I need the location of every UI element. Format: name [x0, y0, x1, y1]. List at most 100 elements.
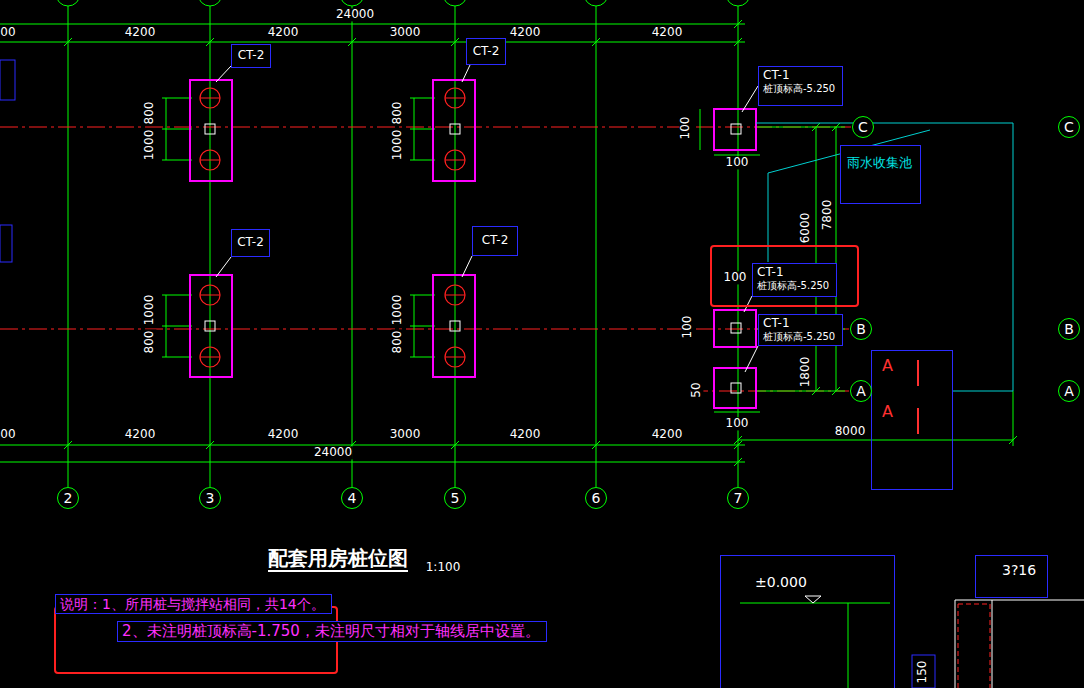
axis-bubble-partial	[198, 0, 222, 6]
leader-line	[216, 66, 231, 82]
level-box-text: ±0.000	[755, 574, 894, 590]
axis-bubble-text: B	[1064, 322, 1074, 336]
partial-box	[0, 225, 12, 262]
dimension-line	[64, 441, 742, 466]
note-box: 2、未注明桩顶标高-1.750，未注明尺寸相对于轴线居中设置。	[117, 621, 547, 642]
dimension-line	[812, 123, 840, 395]
axis-bubble-partial	[726, 0, 750, 6]
axis-bubble-partial	[443, 0, 467, 6]
axis-line	[455, 6, 456, 487]
pool-label-box: 雨水收集池	[840, 145, 921, 204]
axis-bubble-text: A	[856, 384, 866, 398]
axis-line	[352, 6, 353, 487]
pile-cap	[190, 80, 232, 181]
axis-line	[68, 6, 69, 487]
leader-line	[216, 65, 758, 372]
axis-bubble-text: 3	[206, 491, 215, 505]
dimension-label: 100	[679, 116, 692, 141]
dimension-label: 3000	[389, 428, 422, 441]
dimension-line	[162, 98, 192, 160]
leader-line	[745, 346, 758, 372]
dimension-line	[836, 127, 837, 391]
center-line	[0, 329, 849, 330]
dimension-line	[738, 440, 1013, 441]
dimension-label: 1800	[799, 356, 812, 389]
dimension-label: 24000	[313, 446, 353, 459]
cap-callout-box-text: 桩顶标高-5.250	[763, 83, 835, 95]
axis-bubble: 6	[585, 487, 607, 509]
leader-line	[216, 257, 231, 277]
axis-bubble-text: 4	[348, 491, 357, 505]
level-detail	[992, 600, 993, 688]
axis-bubble-text: C	[858, 120, 868, 134]
cap-tag-box: CT-2	[231, 229, 270, 257]
dimension-label: 100	[725, 156, 750, 169]
level-box: ±0.000	[720, 555, 895, 688]
cap-tag-box-text: CT-2	[473, 45, 500, 59]
axis-bubble: C	[1058, 116, 1080, 138]
section-marker	[917, 360, 919, 434]
column-square	[731, 124, 741, 134]
dimension-label: 1:100	[425, 561, 462, 574]
dimension-label: 800	[143, 330, 156, 355]
axis-bubble-text: A	[1064, 384, 1074, 398]
dimension-line	[0, 24, 745, 25]
dimension-label: 4200	[124, 26, 157, 39]
cap-tag-box: CT-2	[466, 38, 506, 65]
rebar-box-text: 3?16	[1002, 562, 1047, 578]
note-box: 说明：1、所用桩与搅拌站相同，共14个。	[55, 594, 332, 614]
pile-cap	[714, 310, 756, 347]
cap-callout-box: CT-1桩顶标高-5.250	[758, 66, 843, 106]
cap-callout-box-text: CT-1	[763, 317, 790, 331]
dimension-line	[816, 127, 817, 391]
dimension-label: 4200	[267, 428, 300, 441]
leader-line	[742, 86, 758, 112]
dimension-label: 4200	[509, 26, 542, 39]
pile-cap	[714, 109, 756, 150]
cap-callout-box: CT-1桩顶标高-5.250	[752, 263, 837, 297]
cap-tag-box: CT-2	[231, 44, 271, 68]
cap-callout-box-text: CT-1	[757, 266, 784, 280]
axis-bubble: B	[850, 318, 872, 340]
column-square	[205, 321, 215, 331]
axis-bubble: C	[852, 116, 874, 138]
dimension-line	[0, 20, 1017, 466]
axis-bubble: 2	[57, 487, 79, 509]
dimension-label: 3000	[389, 26, 422, 39]
dimension-label: 800	[143, 101, 156, 126]
dimension-label: 00	[0, 26, 17, 39]
axis-bubble: B	[1058, 318, 1080, 340]
leader-line	[462, 256, 472, 277]
dimension-label: 4200	[651, 428, 684, 441]
dimension-label: 1000	[143, 294, 156, 327]
dimension-label: 1000	[391, 294, 404, 327]
axis-bubble-text: B	[856, 322, 866, 336]
center-line	[0, 127, 851, 391]
cap-callout-box: CT-1桩顶标高-5.250	[758, 314, 843, 346]
leader-line	[462, 65, 470, 82]
dimension-label: 8000	[834, 425, 867, 438]
axis-bubble-partial	[56, 0, 80, 6]
level-detail	[955, 600, 956, 688]
axis-bubble-text: 6	[592, 491, 601, 505]
axis-bubble: 3	[199, 487, 221, 509]
axis-bubble: A	[850, 380, 872, 402]
dimension-label: 4200	[509, 428, 542, 441]
dimension-line	[0, 445, 745, 446]
level-detail	[740, 596, 1084, 688]
cap-callout-box-text: 桩顶标高-5.250	[763, 331, 835, 343]
dimension-line	[64, 20, 742, 46]
column-square	[205, 124, 215, 134]
column-square	[731, 383, 741, 393]
cap-tag-box-text: CT-2	[482, 234, 509, 248]
dimension-label: 50	[690, 381, 703, 398]
dimension-line	[700, 109, 760, 412]
dimension-line	[756, 391, 845, 392]
axis-bubble-partial	[56, 0, 750, 6]
axis-bubble-text: C	[1064, 120, 1074, 134]
cap-tag-box: CT-2	[472, 226, 518, 256]
axis-bubble-partial	[584, 0, 608, 6]
column-square	[731, 323, 741, 333]
dimension-label: 7800	[821, 199, 834, 232]
